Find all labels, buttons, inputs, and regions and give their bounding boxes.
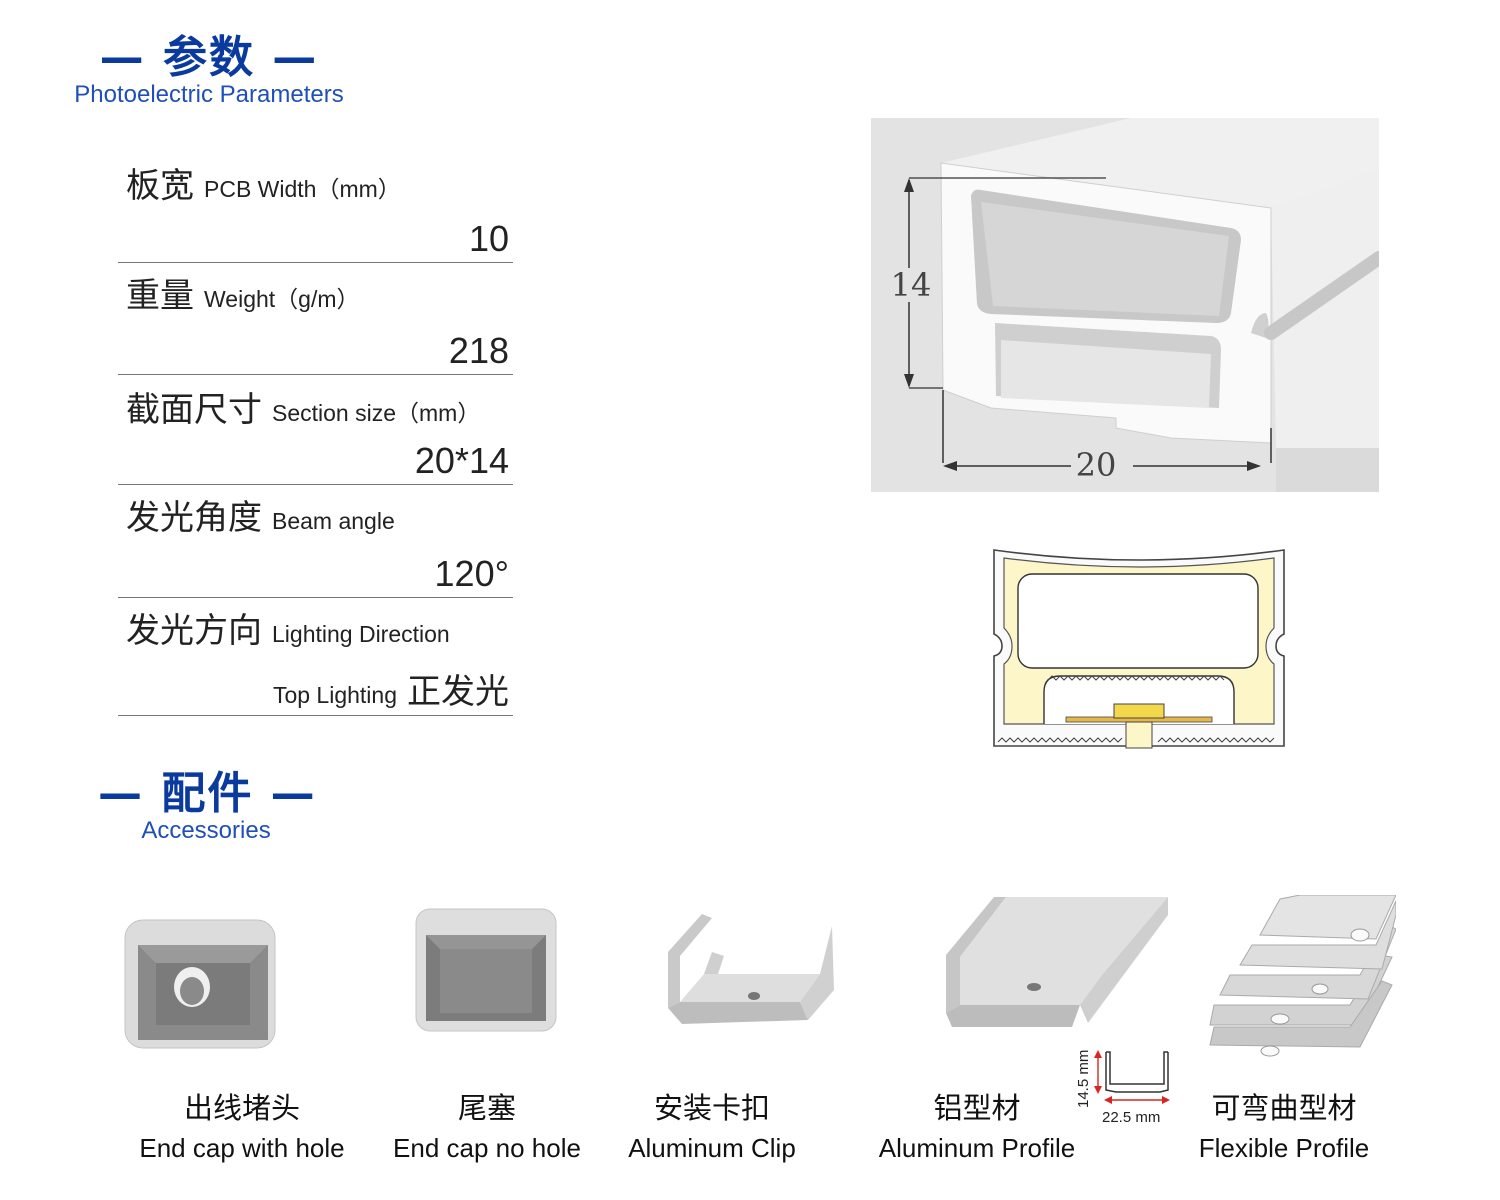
end-cap-with-hole-image [120, 915, 280, 1050]
product-3d-render: 14 20 [871, 118, 1386, 492]
accessory-name-cn: 安装卡扣 [653, 1091, 770, 1125]
params-heading-cn: — 参数 — [99, 32, 319, 83]
param-row-weight: 重量 Weight（g/m） 218 [118, 268, 513, 375]
param-row-section-size: 截面尺寸 Section size（mm） 20*14 [118, 382, 513, 485]
accessory-caption-flexible-profile: 可弯曲型材 Flexible Profile [1154, 1088, 1414, 1168]
accessory-name-en: End cap with hole [139, 1133, 345, 1163]
height-dimension-label: 14 [891, 266, 932, 304]
profile-width-label: 22.5 mm [1102, 1109, 1160, 1126]
accessory-name-cn: 尾塞 [457, 1091, 516, 1125]
param-label-en: Lighting Direction [272, 621, 450, 647]
accessory-caption-end-cap-with-hole: 出线堵头 End cap with hole [112, 1088, 372, 1168]
param-label-en: Beam angle [272, 508, 395, 534]
accessory-caption-aluminum-clip: 安装卡扣 Aluminum Clip [582, 1088, 842, 1168]
accessory-name-cn: 铝型材 [933, 1091, 1021, 1125]
accessory-name-en: Flexible Profile [1198, 1133, 1370, 1163]
param-label-en: Weight（g/m） [204, 286, 360, 312]
cross-section-diagram [990, 546, 1288, 752]
accessory-name-en: Aluminum Profile [878, 1133, 1076, 1163]
param-row-lighting-direction: 发光方向 Lighting Direction Top Lighting 正发光 [118, 603, 513, 716]
aluminum-clip-image [662, 912, 838, 1030]
param-value: 20*14 [414, 440, 509, 481]
param-row-pcb-width: 板宽 PCB Width（mm） 10 [118, 158, 513, 263]
param-row-beam-angle: 发光角度 Beam angle 120° [118, 490, 513, 598]
accessory-name-cn: 可弯曲型材 [1211, 1091, 1357, 1125]
param-value: Top Lighting 正发光 [273, 664, 509, 713]
width-dimension-label: 20 [1076, 446, 1117, 484]
end-cap-no-hole-image [412, 905, 560, 1033]
param-value-cn: 正发光 [407, 672, 509, 712]
accessories-section-heading: — 配件 — Accessories [98, 768, 317, 844]
accessory-name-en: End cap no hole [393, 1133, 581, 1163]
param-label-cn: 截面尺寸 [126, 390, 262, 430]
profile-height-label: 14.5 mm [1075, 1050, 1092, 1108]
param-label-en: PCB Width（mm） [204, 176, 401, 202]
param-value: 10 [468, 218, 509, 259]
accessories-heading-en: Accessories [141, 817, 271, 844]
aluminum-profile-image [942, 895, 1170, 1030]
param-value: 218 [448, 330, 509, 371]
param-label-cn: 板宽 [126, 166, 194, 206]
params-heading-en: Photoelectric Parameters [74, 81, 344, 108]
param-label-cn: 重量 [126, 276, 194, 316]
product-3d-illustration: 14 20 [871, 118, 1386, 492]
param-label-cn: 发光角度 [126, 498, 262, 538]
accessory-caption-end-cap-no-hole: 尾塞 End cap no hole [357, 1088, 617, 1168]
param-value-en: Top Lighting [272, 682, 397, 708]
param-label-en: Section size（mm） [272, 400, 481, 426]
aluminum-profile-dimension-drawing: 14.5 mm 22.5 mm [1068, 1030, 1182, 1130]
accessory-caption-aluminum-profile: 铝型材 Aluminum Profile [847, 1088, 1107, 1168]
param-label-cn: 发光方向 [126, 611, 262, 651]
accessory-name-en: Aluminum Clip [628, 1133, 796, 1163]
param-value: 120° [434, 553, 509, 594]
accessories-heading-cn: — 配件 — [98, 768, 317, 819]
params-section-heading: — 参数 — Photoelectric Parameters [72, 34, 346, 108]
accessory-name-cn: 出线堵头 [183, 1091, 300, 1125]
flexible-profile-image [1200, 894, 1397, 1065]
cross-section-illustration [993, 549, 1285, 749]
